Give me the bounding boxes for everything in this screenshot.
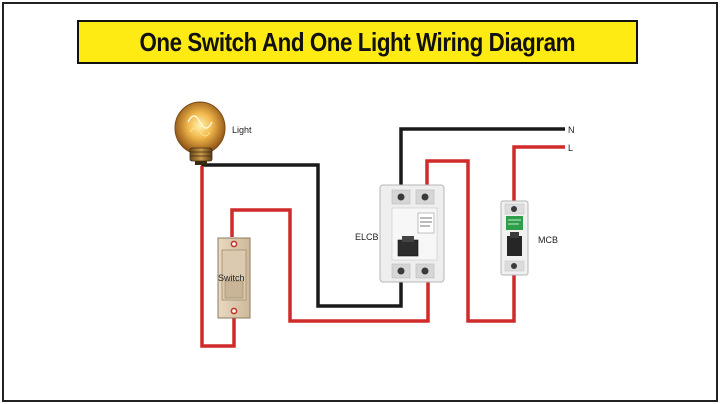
elcb-label: ELCB [355,232,379,242]
live-terminal-label: L [568,143,573,153]
live-elcb-switch-wire [230,208,430,323]
live-mcb-elcb-wire [425,159,516,323]
light-label: Light [232,125,252,135]
diagram-title: One Switch And One Light Wiring Diagram [139,26,576,57]
switched-live-wire [200,166,236,348]
live-supply-wire [512,145,565,203]
title-banner: One Switch And One Light Wiring Diagram [77,20,638,64]
mcb-breaker-icon [500,200,529,276]
live-wires [200,145,565,348]
light-bulb-icon [174,101,226,165]
wall-switch-icon [217,237,251,319]
neutral-supply-wire [399,127,565,185]
switch-label: Switch [218,273,245,283]
neutral-terminal-label: N [568,125,575,135]
elcb-breaker-icon [379,184,445,283]
mcb-label: MCB [538,235,558,245]
